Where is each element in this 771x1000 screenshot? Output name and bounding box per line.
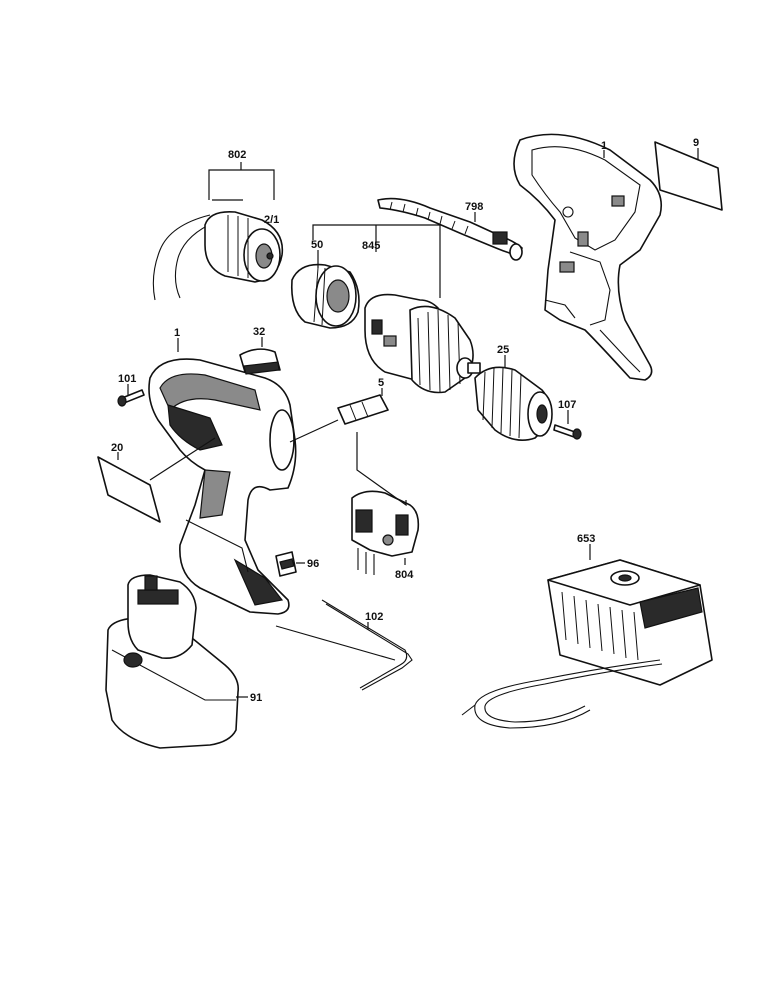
screw-107 [553, 424, 582, 440]
label-25: 25 [497, 344, 509, 356]
label-1-top: 1 [601, 140, 607, 152]
belt-clip-strap [377, 197, 523, 261]
drill-housing [148, 358, 297, 615]
nameplate-label-9 [654, 141, 723, 211]
wire-key-102 [275, 599, 413, 691]
label-9: 9 [693, 137, 699, 149]
switch-cap-32 [239, 348, 281, 375]
battery-charger-653 [547, 559, 713, 686]
label-91: 91 [250, 692, 262, 704]
battery-pack-91 [105, 574, 240, 749]
switch-lever-5 [337, 394, 389, 425]
label-102: 102 [365, 611, 383, 623]
label-804: 804 [395, 569, 414, 581]
switch-804 [351, 490, 420, 575]
label-107: 107 [558, 399, 576, 411]
label-32: 32 [253, 326, 265, 338]
label-101: 101 [118, 373, 136, 385]
keyless-chuck-25 [474, 366, 553, 441]
label-653: 653 [577, 533, 595, 545]
label-plate-20 [97, 456, 161, 523]
label-20: 20 [111, 442, 123, 454]
charger-cord [461, 659, 663, 729]
label-845: 845 [362, 240, 380, 252]
label-802: 802 [228, 149, 246, 161]
label-96: 96 [307, 558, 319, 570]
gear-ring-50 [290, 263, 360, 329]
clip-96 [275, 551, 297, 577]
motor-assembly [152, 210, 284, 301]
label-2-1: 2/1 [264, 214, 279, 226]
housing-half-shell [513, 133, 663, 381]
label-798: 798 [465, 201, 483, 213]
label-1-left: 1 [174, 327, 180, 339]
label-50: 50 [311, 239, 323, 251]
gearbox-assembly [364, 293, 481, 394]
label-5: 5 [378, 377, 384, 389]
screw-101 [117, 389, 145, 407]
